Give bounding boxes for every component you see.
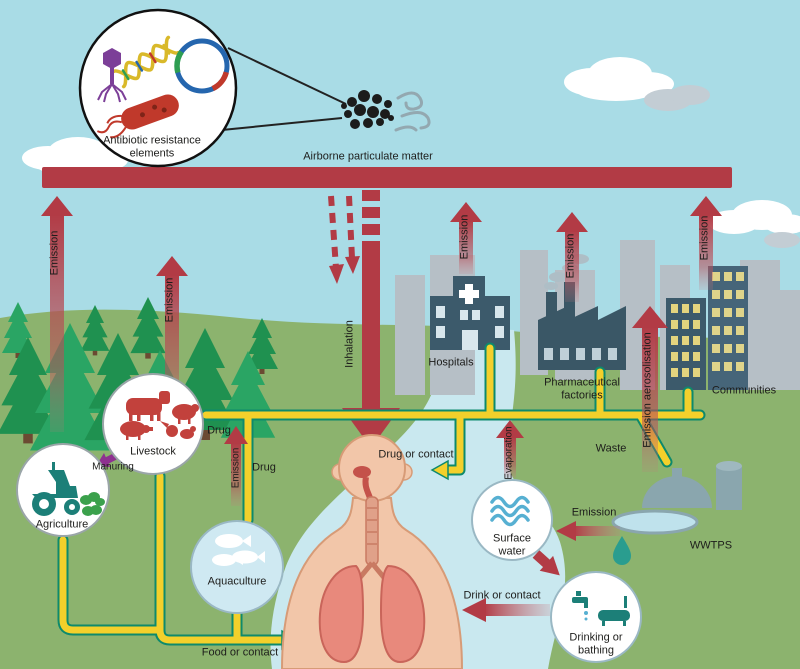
- distribution-bar: [42, 167, 732, 188]
- aquaculture-node: [190, 520, 284, 614]
- drink-or-contact-arrow: [462, 598, 550, 622]
- emission-arrow-communities: [690, 196, 722, 290]
- tractor-icon: [32, 462, 80, 516]
- magnifier-inset: [78, 8, 347, 168]
- agriculture-node: [16, 443, 110, 537]
- fish-icons: [212, 534, 265, 566]
- emission-arrow-hospitals: [450, 202, 482, 274]
- crops-icon: [80, 492, 105, 516]
- wwtps-tanks: [611, 461, 742, 535]
- emission-arrow-agriculture: [41, 196, 73, 432]
- waves-icon: [490, 495, 530, 527]
- faucet-icon: [572, 591, 588, 621]
- dna-icon: [112, 35, 180, 89]
- human-figure: [280, 434, 464, 669]
- evaporation-arrow: [496, 420, 524, 478]
- livestock-animals-icon: [120, 391, 199, 440]
- livestock-node: [102, 373, 204, 475]
- particulate-cluster: [341, 90, 394, 129]
- surface-water-node: [471, 479, 553, 561]
- emission-arrow-aquaculture: [224, 426, 248, 506]
- emission-arrow-wwtps-to-surface: [556, 521, 620, 541]
- pharma-factory-building: [538, 254, 626, 370]
- drinking-bathing-node: [550, 571, 642, 663]
- bacterium-icon: [96, 94, 179, 139]
- water-drop-icon: [613, 536, 631, 565]
- bathtub-icon: [598, 596, 630, 626]
- lungs-icon: [318, 564, 426, 664]
- emission-aerosolisation-arrow: [632, 306, 668, 472]
- surface-to-drinking-arrow: [532, 550, 560, 576]
- communities-buildings: [666, 266, 748, 390]
- emission-arrow-pharma: [556, 212, 588, 302]
- drug-arrowhead: [430, 459, 449, 481]
- hospital-building: [430, 276, 510, 350]
- phage-icon: [97, 48, 127, 103]
- clouds: [22, 57, 800, 248]
- wind-icon: [394, 91, 431, 132]
- plasmid-icon: [174, 38, 230, 94]
